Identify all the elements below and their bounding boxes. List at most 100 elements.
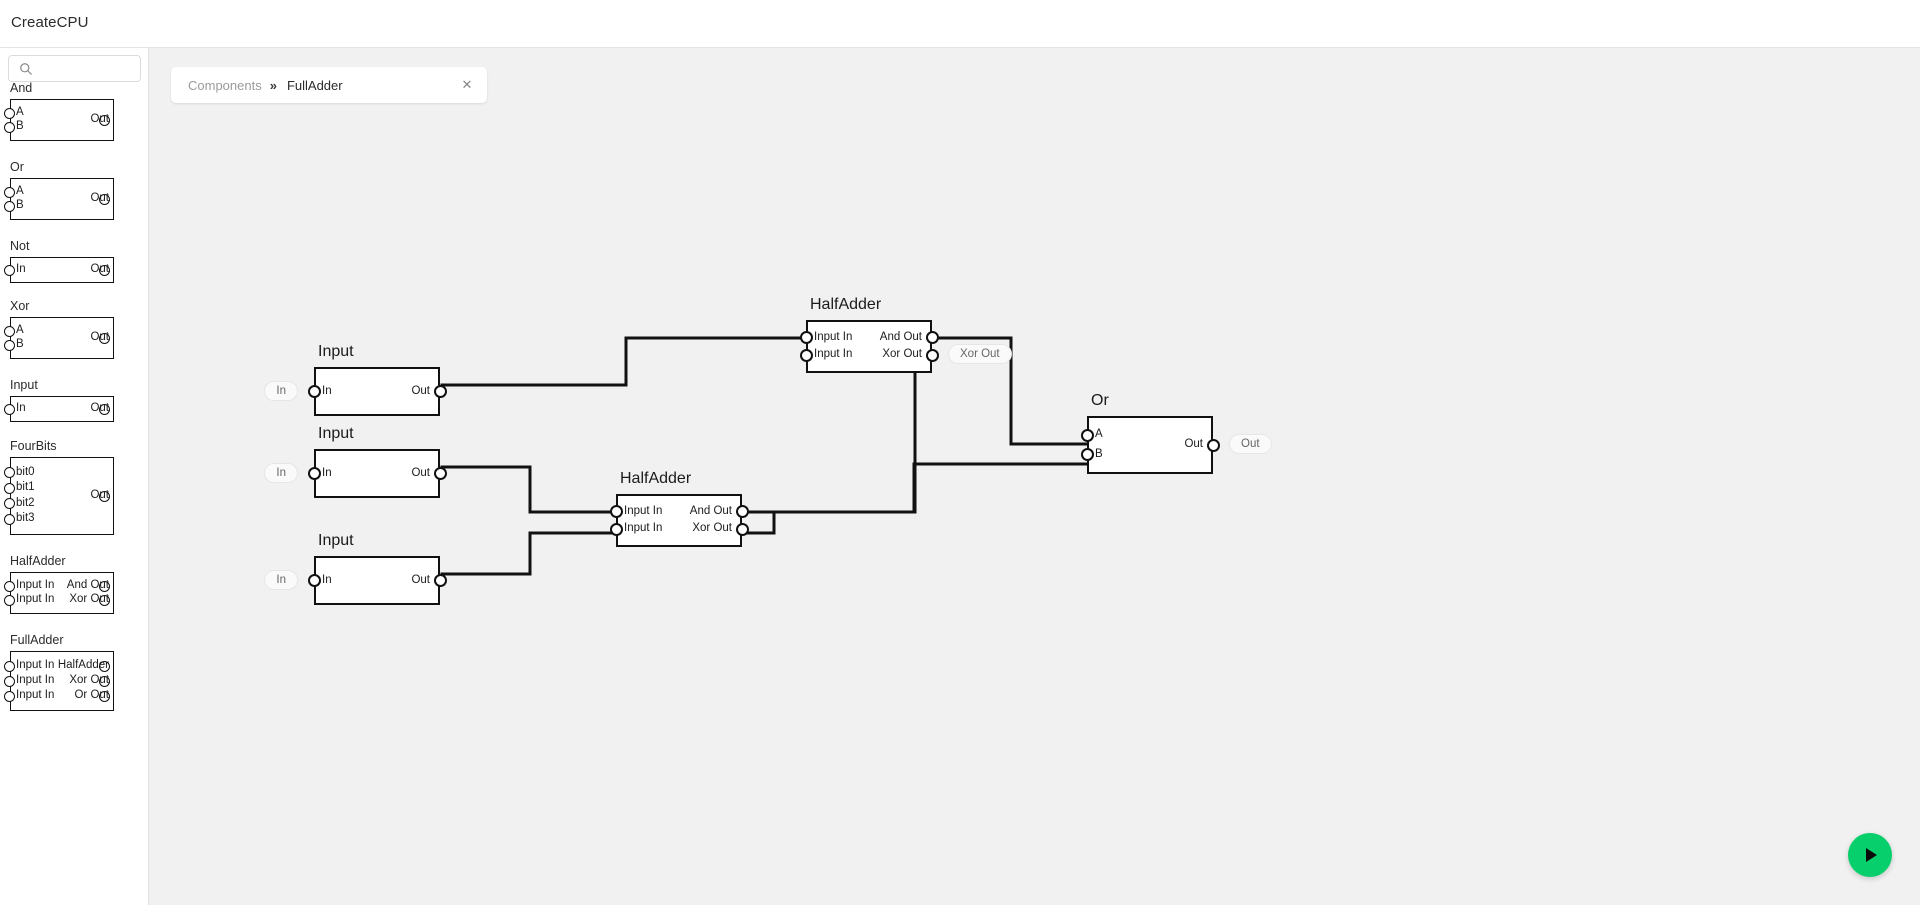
tab-fulladder[interactable]: Components » FullAdder ✕ (171, 67, 487, 103)
palette-output-pin[interactable] (98, 490, 110, 502)
external-pin-label[interactable]: Out (1229, 434, 1272, 454)
breadcrumb-root[interactable]: Components (188, 77, 262, 93)
palette-input-pin[interactable] (4, 675, 15, 687)
palette-pin-label: And Out (66, 579, 109, 591)
node-output-pin[interactable] (925, 331, 939, 345)
palette-output-pin[interactable] (98, 264, 110, 276)
palette-output-pin[interactable] (98, 332, 110, 344)
palette-input-pin[interactable] (4, 594, 15, 606)
node-output-pin[interactable] (735, 505, 749, 519)
search-box[interactable] (8, 55, 141, 82)
node-input-pin[interactable] (799, 348, 813, 362)
palette-input-pin[interactable] (4, 107, 15, 119)
node-pin-label: Input In (624, 522, 663, 535)
node-body[interactable] (806, 320, 932, 373)
palette-input-pin[interactable] (4, 403, 15, 415)
node-pin-label: Input In (814, 348, 853, 361)
palette-input-pin[interactable] (4, 325, 15, 337)
node-input-pin[interactable] (307, 574, 321, 587)
palette-item-body[interactable] (10, 396, 114, 422)
palette-input-pin[interactable] (4, 482, 15, 494)
node-output-pin[interactable] (433, 385, 447, 398)
external-pin-label[interactable]: Xor Out (948, 344, 1012, 365)
node-output-pin[interactable] (925, 348, 939, 362)
palette-output-pin[interactable] (98, 193, 110, 205)
palette-input-pin[interactable] (4, 121, 15, 133)
palette-input-pin[interactable] (4, 200, 15, 212)
palette-item-body[interactable] (10, 178, 114, 220)
wire[interactable] (912, 462, 1089, 514)
wire[interactable] (440, 465, 618, 514)
node-input-pin[interactable] (1080, 428, 1094, 442)
node-output-pin[interactable] (433, 574, 447, 587)
node-pin-label: Input In (814, 330, 853, 343)
node-title: Input (318, 425, 354, 442)
node-pin-label: Out (1184, 438, 1203, 450)
palette-input-pin[interactable] (4, 513, 15, 525)
palette-input-pin[interactable] (4, 467, 15, 479)
node-input-pin[interactable] (307, 467, 321, 480)
palette-pin-label: In (16, 402, 26, 414)
palette-output-pin[interactable] (98, 675, 110, 687)
palette-input-pin[interactable] (4, 660, 15, 672)
wire-layer (440, 336, 1089, 576)
palette-item-label: Input (10, 378, 38, 392)
node-body[interactable] (314, 556, 440, 605)
wire[interactable] (440, 336, 808, 387)
palette-item-body[interactable] (10, 651, 114, 711)
palette-item-body[interactable] (10, 99, 114, 141)
wire[interactable] (740, 356, 917, 514)
wire[interactable] (930, 336, 1089, 446)
palette-item-body[interactable] (10, 317, 114, 359)
palette-output-pin[interactable] (98, 660, 110, 672)
palette-output-pin[interactable] (98, 580, 110, 592)
node-body[interactable] (314, 367, 440, 416)
palette-input-pin[interactable] (4, 339, 15, 351)
node-body[interactable] (616, 494, 742, 547)
run-button[interactable] (1848, 833, 1892, 877)
palette-input-pin[interactable] (4, 186, 15, 198)
node-input-pin[interactable] (799, 331, 813, 345)
palette-item-label: And (10, 81, 33, 95)
node-pin-label: Input In (624, 504, 663, 517)
external-pin-label[interactable]: In (264, 380, 298, 401)
palette-item-body[interactable] (10, 572, 114, 614)
node-input-pin[interactable] (307, 385, 321, 398)
palette-output-pin[interactable] (98, 403, 110, 415)
breadcrumb-separator-icon: » (269, 77, 277, 93)
node-output-pin[interactable] (735, 522, 749, 536)
close-icon[interactable]: ✕ (461, 77, 473, 92)
palette-pin-label: Or Out (74, 689, 109, 701)
node-output-pin[interactable] (1206, 438, 1220, 452)
wire[interactable] (740, 510, 776, 535)
search-input[interactable] (39, 56, 137, 81)
node-input-pin[interactable] (609, 505, 623, 519)
palette-pin-label: Out (90, 402, 109, 414)
play-icon (1866, 848, 1877, 862)
palette-input-pin[interactable] (4, 580, 15, 592)
node-input-pin[interactable] (609, 522, 623, 536)
palette-input-pin[interactable] (4, 264, 15, 276)
palette-input-pin[interactable] (4, 690, 15, 702)
palette-pin-label: Xor Out (69, 674, 109, 686)
node-input-pin[interactable] (1080, 448, 1094, 462)
palette-output-pin[interactable] (98, 594, 110, 606)
palette-item-body[interactable] (10, 457, 114, 535)
node-pin-label: Out (411, 573, 430, 586)
wire[interactable] (440, 531, 618, 576)
node-output-pin[interactable] (433, 467, 447, 480)
external-pin-label[interactable]: In (264, 462, 298, 483)
palette-item-body[interactable] (10, 257, 114, 283)
node-pin-label: A (1095, 428, 1103, 441)
external-pin-label[interactable]: In (264, 569, 298, 590)
palette-output-pin[interactable] (98, 690, 110, 702)
palette-output-pin[interactable] (98, 114, 110, 126)
palette-input-pin[interactable] (4, 498, 15, 510)
